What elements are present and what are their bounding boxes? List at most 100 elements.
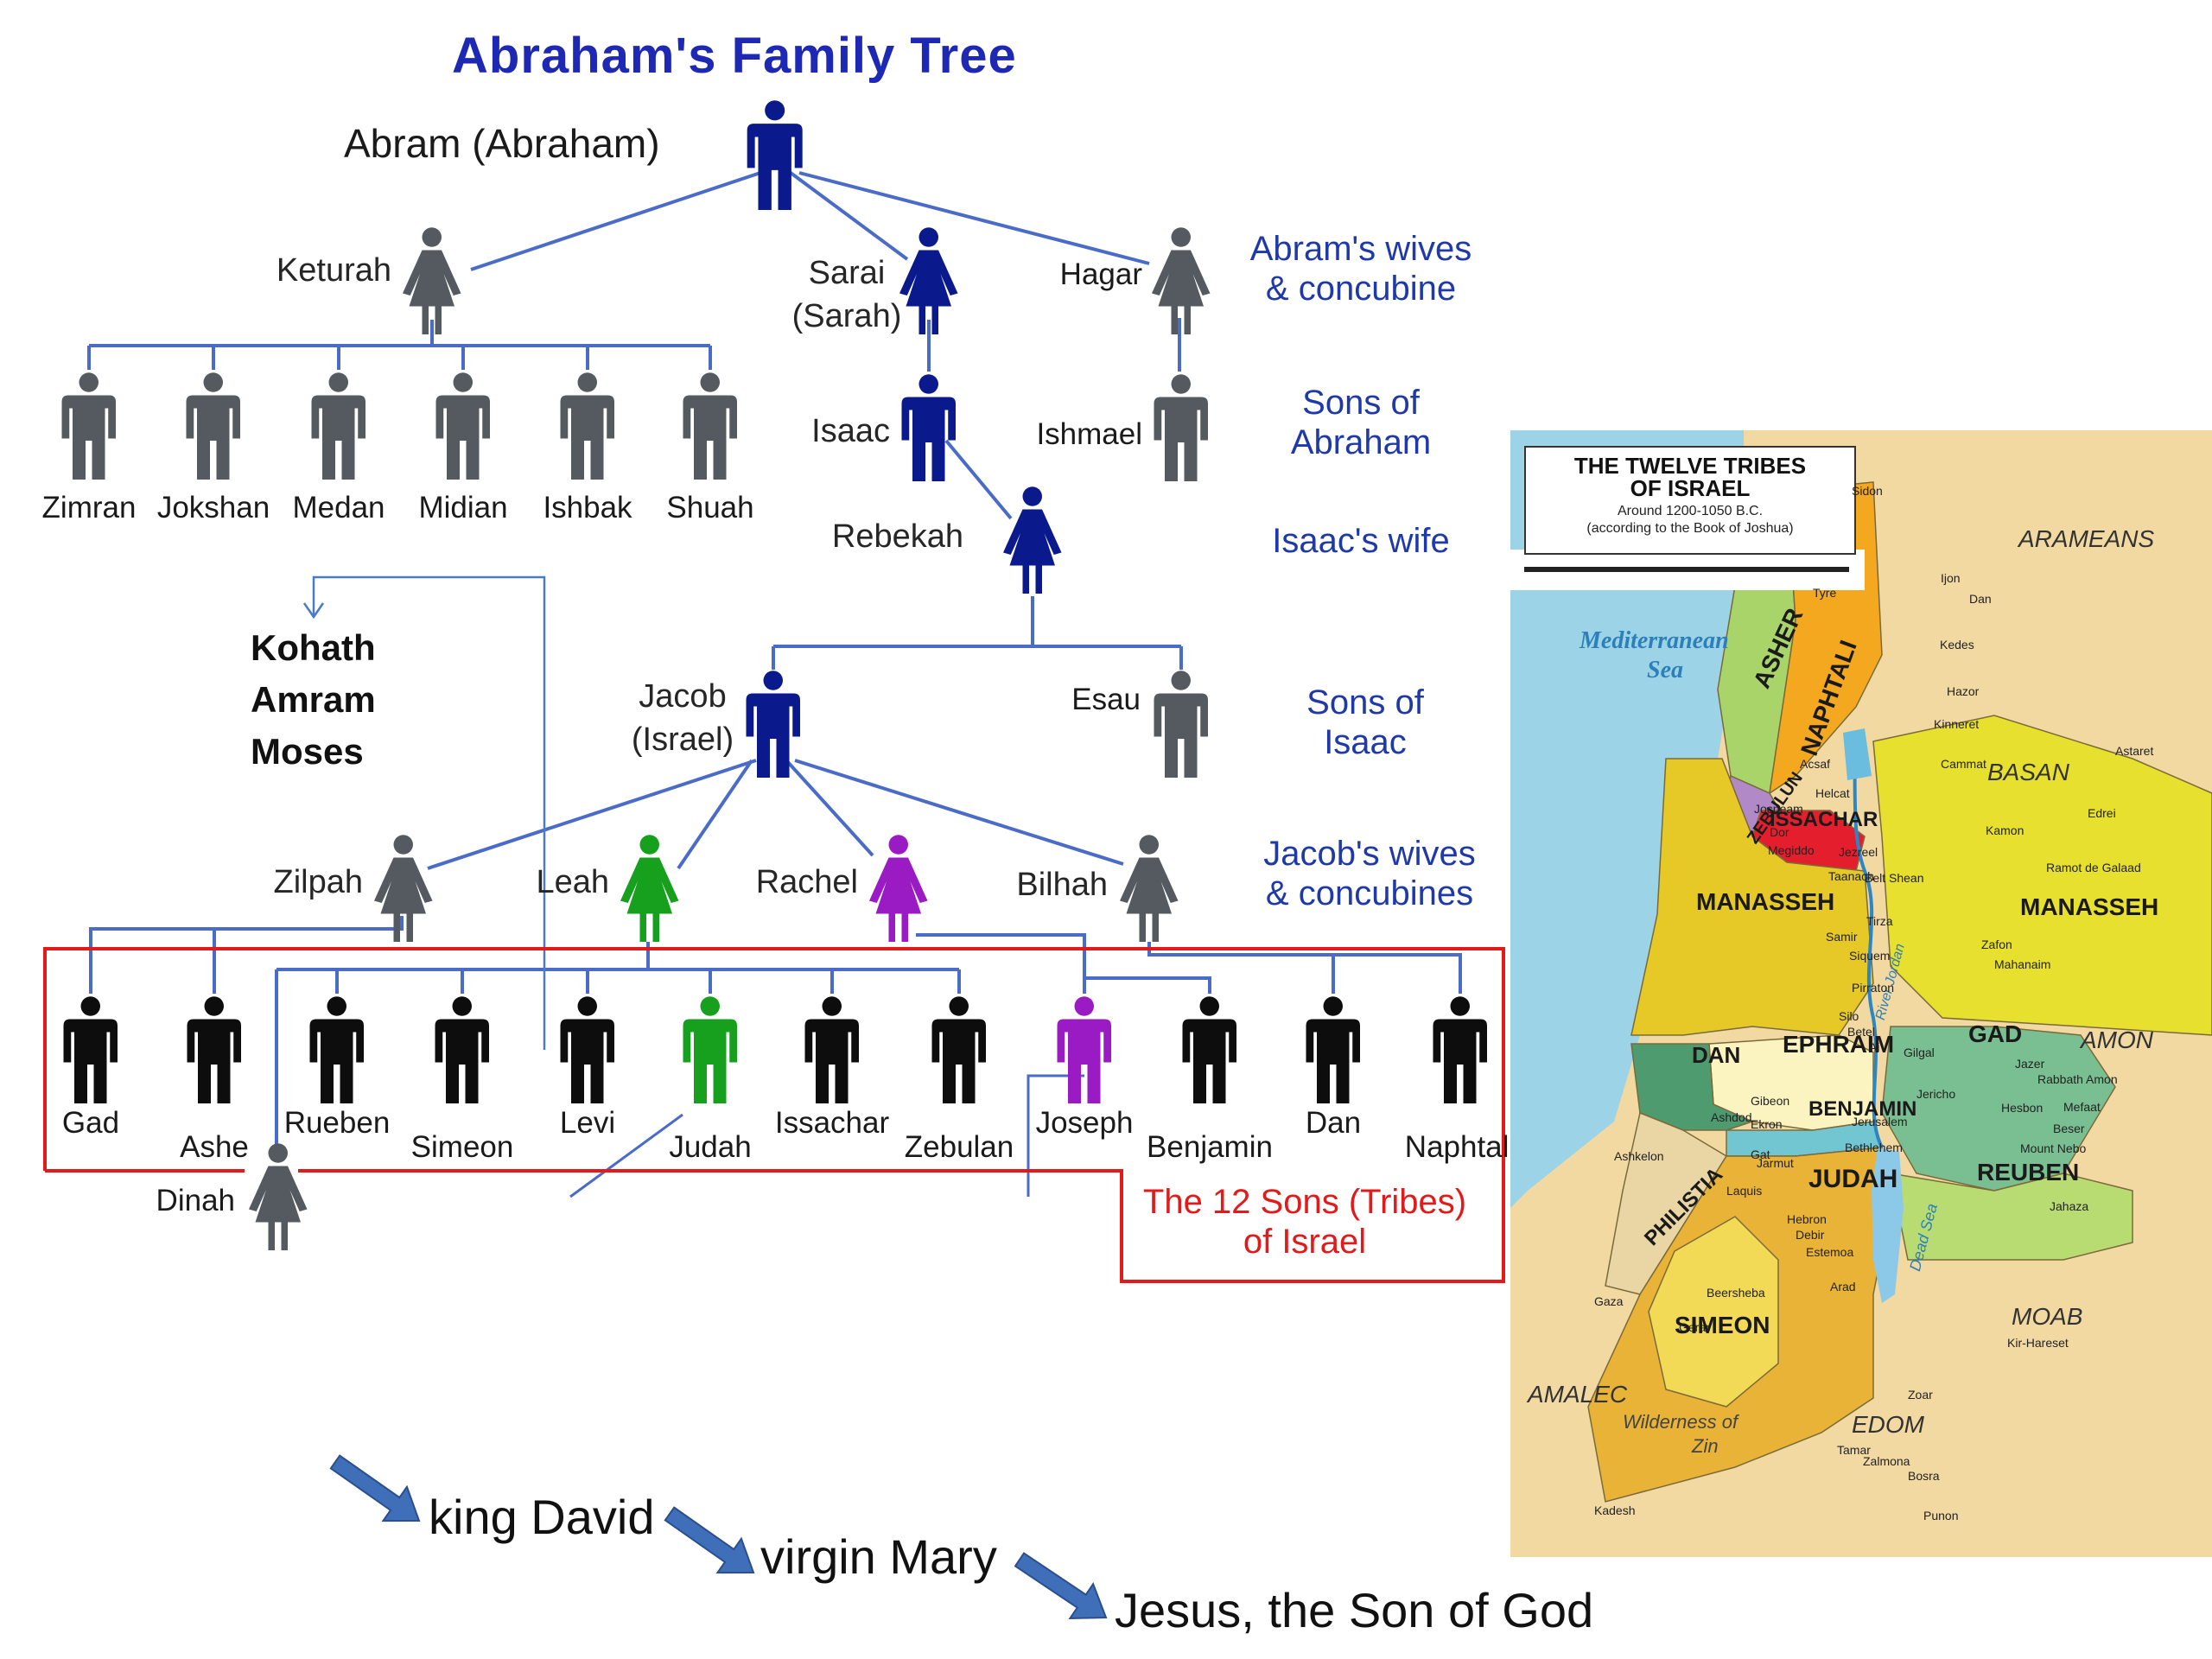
name-tribe-levi: Levi [559, 1106, 616, 1140]
map-town-label: Ashdod [1711, 1110, 1752, 1124]
label-jacobs-wives: Jacob's wives & concubines [1263, 835, 1476, 912]
figure-abram [747, 100, 803, 210]
name-son-jokshan: Jokshan [156, 491, 270, 524]
name-rebekah: Rebekah [831, 518, 963, 555]
figure-jacob [746, 671, 801, 778]
map-town-label: Edrei [2088, 806, 2116, 820]
map-town-label: Hazor [1947, 684, 1980, 698]
tribe-manasseh-east [1872, 715, 2212, 1036]
map-town-label: Astaret [2115, 744, 2154, 758]
map-town-label: Jazer [2015, 1057, 2045, 1071]
name-son-zimran: Zimran [41, 491, 137, 524]
map-sea-label: Mediterranean [1580, 627, 1729, 654]
map-town-label: Mefaat [2063, 1100, 2101, 1114]
figure-leah [620, 835, 679, 942]
map-wilderness-label-2: Zin [1692, 1435, 1719, 1457]
map-town-label: Gaza [1594, 1294, 1624, 1308]
map-town-label: Kir-Hareset [2007, 1336, 2069, 1350]
map-town-label: Taanach [1828, 869, 1874, 883]
map-town-label: Tyre [1813, 586, 1837, 600]
map-canvas [1510, 430, 2212, 1557]
line-zilpah-gad [89, 916, 404, 994]
figure-tribe-gad [63, 996, 118, 1103]
map-town-label: Tamar [1837, 1443, 1871, 1457]
arrow-to-virgin-mary [664, 1506, 755, 1574]
line-joseph-mary [1027, 1074, 1084, 1197]
tribe-manasseh-west [1630, 758, 1874, 1036]
map-sea-label-2: Sea [1647, 657, 1683, 683]
figure-son-jokshan [186, 372, 241, 480]
name-jacob: Jacob [639, 678, 727, 715]
name-son-midian: Midian [418, 491, 508, 524]
map-town-label: Cammat [1941, 757, 1986, 771]
figure-dinah [249, 1143, 308, 1250]
map-tribe-dan-8: DAN [1692, 1042, 1741, 1068]
map-region-arameans: ARAMEANS [2018, 525, 2155, 552]
tribe-simeon [1648, 1216, 1779, 1408]
label-abrams-wives: Abram's wives & concubine [1249, 230, 1472, 308]
map-tribe-reuben-10: REUBEN [1977, 1159, 2080, 1185]
map-town-label: Gibeon [1751, 1094, 1790, 1108]
map-town-label: Zalmona [1863, 1454, 1910, 1468]
name-sarai-2: (Sarah) [791, 298, 902, 334]
name-keturah: Keturah [276, 252, 391, 289]
figure-hagar [1152, 227, 1211, 334]
name-tribe-rueben: Rueben [283, 1106, 391, 1140]
figure-tribe-dan [1306, 996, 1361, 1103]
line-abram-sarai [789, 171, 909, 261]
figure-rachel [869, 835, 928, 942]
line-jacob-bilhah [794, 759, 1124, 866]
figure-tribe-judah [683, 996, 738, 1103]
map-town-label: Mount Nebo [2020, 1141, 2087, 1155]
map-town-label: Samir [1826, 930, 1858, 944]
map-legend-box: THE TWELVE TRIBES OF ISRAEL Around 1200-… [1524, 446, 1856, 555]
map-scale-bar [1524, 567, 1849, 572]
map-town-label: Gat [1751, 1147, 1770, 1161]
map-town-label: Acsaf [1800, 757, 1831, 771]
arrow-to-king-david [329, 1454, 421, 1522]
figure-son-medan [311, 372, 366, 480]
figure-ishmael [1154, 374, 1209, 481]
map-region-amon: AMON [2081, 1027, 2153, 1053]
dead-sea [1872, 1147, 1904, 1303]
map-tribe-judah-11: JUDAH [1808, 1165, 1898, 1193]
tribe-reuben [1890, 1173, 2133, 1261]
arrow-to-jesus [1014, 1552, 1108, 1620]
name-tribe-judah: Judah [669, 1130, 752, 1164]
figure-tribe-simeon [435, 996, 490, 1103]
map-town-label: Mahanaim [1994, 957, 2051, 971]
figure-keturah [403, 227, 461, 334]
figure-sarai [899, 227, 958, 334]
map-town-label: Helcat [1815, 786, 1850, 800]
map-town-label: Kadesh [1594, 1503, 1636, 1517]
name-son-ishbak: Ishbak [543, 491, 632, 524]
figure-esau [1154, 671, 1209, 778]
name-esau: Esau [1071, 683, 1141, 716]
figure-zilpah [374, 835, 433, 942]
figure-tribe-levi [560, 996, 615, 1103]
map-town-label: Arad [1830, 1280, 1856, 1294]
name-hagar: Hagar [1059, 257, 1142, 291]
map-town-label: Debir [1796, 1228, 1825, 1242]
label-sons-of-abraham: Sons of Abraham [1290, 384, 1432, 461]
name-tribe-ashe: Ashe [180, 1130, 249, 1164]
lineage-king-david: king David [429, 1490, 655, 1544]
name-ishmael: Ishmael [1036, 417, 1142, 451]
arrowhead-kohath [302, 602, 325, 620]
map-town-label: Punon [1923, 1509, 1959, 1522]
figure-son-shuah [683, 372, 738, 480]
map-town-label: Zoar [1908, 1388, 1933, 1402]
name-tribe-simeon: Simeon [410, 1130, 514, 1164]
map-town-label: Jericho [1916, 1087, 1956, 1101]
map-tribe-issachar-3: ISSACHAR [1770, 808, 1878, 831]
name-son-shuah: Shuah [666, 491, 754, 524]
levi-descendants: Kohath Amram Moses [251, 627, 376, 772]
name-zilpah: Zilpah [273, 864, 364, 900]
figure-tribe-zebulan [931, 996, 987, 1103]
map-town-label: Ekron [1751, 1117, 1783, 1131]
name-jacob-2: (Israel) [631, 721, 734, 758]
line-jacob-rachel [785, 759, 874, 857]
figure-isaac [901, 374, 957, 481]
map-tribe-manasseh-4: MANASSEH [1696, 888, 1835, 915]
